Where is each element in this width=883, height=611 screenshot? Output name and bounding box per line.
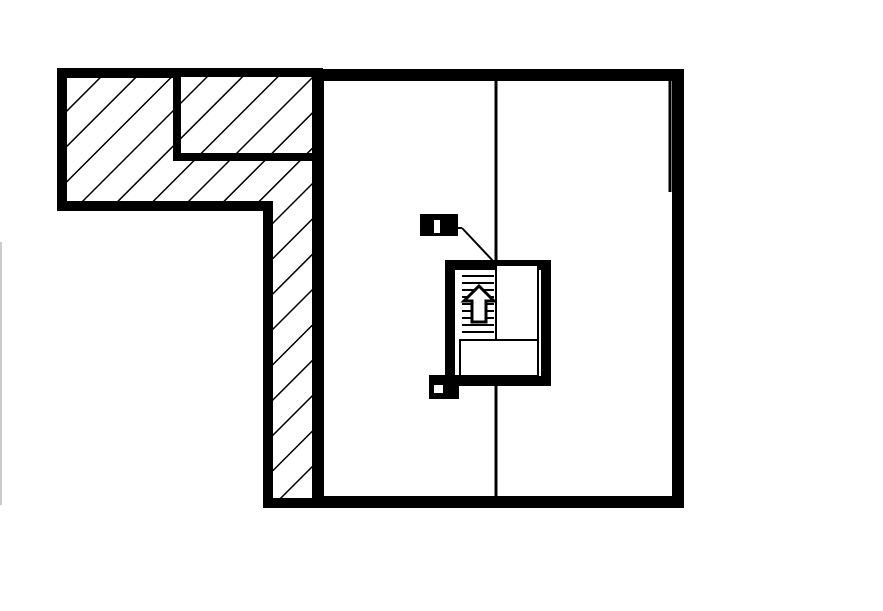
service-opening-top <box>420 214 462 236</box>
hatched-wall-zone <box>57 68 323 508</box>
stairwell <box>445 227 551 386</box>
stair-upper-right <box>495 264 539 341</box>
stair-landing <box>459 339 539 377</box>
hatched-inner-notch <box>173 69 322 161</box>
stair-flight-line <box>461 227 495 263</box>
service-opening-bottom <box>429 375 459 399</box>
stair-up-arrow <box>460 283 498 324</box>
